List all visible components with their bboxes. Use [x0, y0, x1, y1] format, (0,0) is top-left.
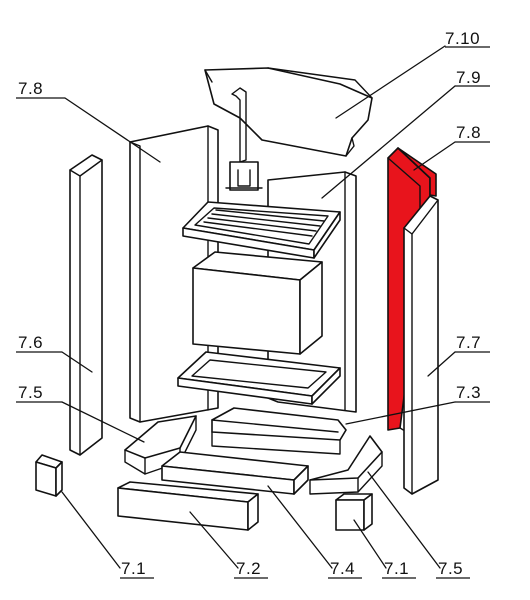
callout-7-1-right: 7.1	[382, 559, 416, 579]
callout-label: 7.3	[456, 383, 481, 402]
part-7-1-left-block	[35, 454, 63, 497]
callout-7-1-left: 7.1	[120, 559, 154, 579]
leader-7-1-right	[353, 519, 387, 569]
leader-7-6	[61, 351, 93, 373]
leader-7-1-left	[61, 491, 121, 569]
leader-7-10	[335, 45, 446, 119]
leader-7-5-left	[61, 401, 145, 443]
callout-7-8-left: 7.8	[16, 79, 65, 99]
callout-label: 7.1	[384, 559, 409, 578]
callout-7-4: 7.4	[328, 559, 362, 579]
leader-7-2	[189, 511, 239, 569]
callout-7-10: 7.10	[445, 29, 490, 48]
leader-7-4	[267, 485, 333, 569]
part-7-5-right-brick	[309, 435, 383, 495]
part-firebox	[192, 251, 323, 355]
callout-label: 7.8	[18, 79, 43, 98]
callout-label: 7.5	[18, 383, 43, 402]
callout-label: 7.4	[330, 559, 355, 578]
callout-7-7: 7.7	[455, 333, 490, 353]
leader-7-7	[427, 351, 456, 377]
callout-label: 7.1	[121, 559, 146, 578]
part-7-1-right-block	[335, 493, 373, 531]
callout-label: 7.6	[18, 333, 43, 352]
leader-7-3	[345, 401, 456, 425]
callout-label: 7.5	[438, 559, 463, 578]
callout-label: 7.8	[456, 123, 481, 142]
leader-7-8-left	[64, 97, 161, 163]
part-upper-tray	[182, 201, 341, 259]
callout-7-8-right: 7.8	[455, 123, 490, 143]
part-lower-tray	[177, 351, 341, 405]
part-7-10-top-baffle	[204, 67, 373, 157]
callout-label: 7.7	[456, 333, 481, 352]
callout-label: 7.10	[445, 29, 480, 48]
callout-7-6: 7.6	[16, 333, 62, 353]
part-hanger-rod	[225, 87, 263, 191]
part-7-3-floor-brick	[211, 407, 347, 455]
leader-7-8-right	[413, 141, 456, 171]
callout-7-5-left: 7.5	[16, 383, 62, 403]
leader-lines	[61, 45, 456, 569]
callout-7-3: 7.3	[455, 383, 490, 403]
part-7-6-left-slim-panel	[69, 154, 103, 456]
leader-7-5-right	[367, 471, 441, 569]
callout-label: 7.9	[456, 68, 481, 87]
part-7-2-base-brick	[117, 481, 259, 531]
callout-label: 7.2	[236, 559, 261, 578]
leader-7-9	[321, 85, 456, 199]
callout-7-2: 7.2	[234, 559, 268, 579]
part-7-7-right-side-panel	[403, 195, 439, 495]
callout-7-5-right: 7.5	[436, 559, 470, 579]
callout-7-9: 7.9	[455, 68, 490, 87]
part-7-4-long-brick	[161, 451, 309, 495]
